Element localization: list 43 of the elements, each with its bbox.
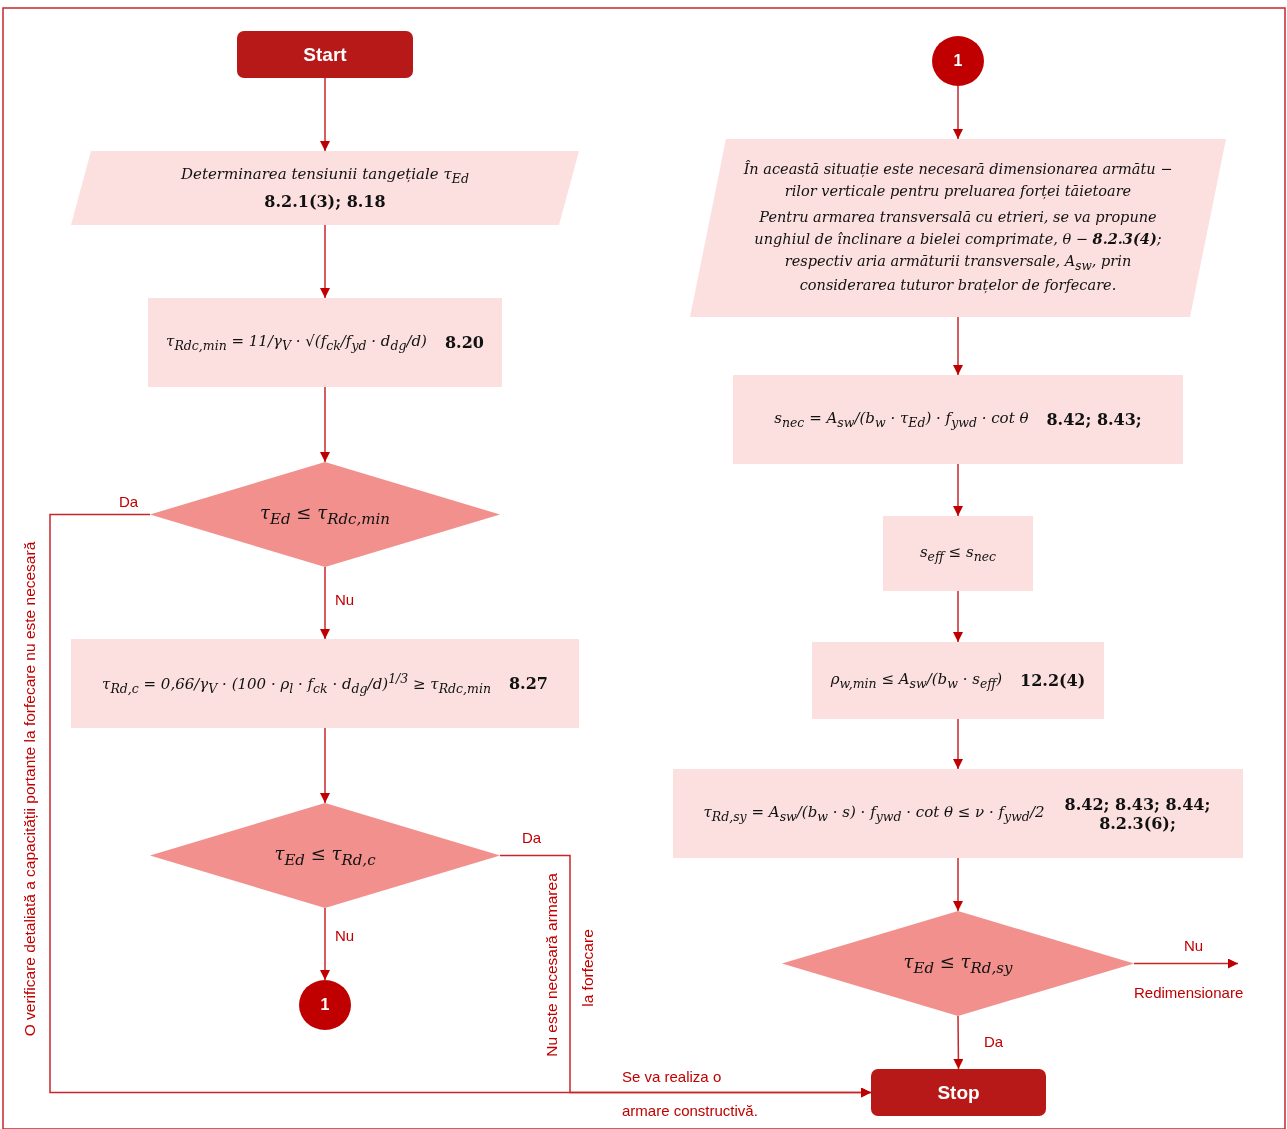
node-label: 1: [953, 52, 963, 70]
flow-arrow: [320, 77, 330, 152]
equation-number: 8.42; 8.43;: [1046, 410, 1142, 429]
formula-text: τ$_{Rdc,min}$ = 11/γ$_{V}$ · √(f$_{ck}$/f$_{yd}$ · d$_{dg}$/d): [166, 332, 427, 353]
formula-text: ρ$_{w,min}$ ≤ A$_{sw}$/(b$_{w}$ · s$_{eff}$): [830, 670, 1003, 691]
formula-text: s$_{eff}$ ≤ s$_{nec}$: [919, 543, 997, 564]
flow-arrow: [320, 907, 330, 981]
node-label: Start: [303, 43, 347, 66]
flow-arrow: [320, 386, 330, 463]
flow-arrow: [953, 463, 963, 517]
node-label: 1: [320, 996, 330, 1014]
equation-number: 8.20: [444, 333, 484, 352]
formula-text: s$_{nec}$ = A$_{sw}$/(b$_{w}$ · τ$_{Ed}$) · f$_{ywd}$ · cot θ: [774, 409, 1029, 430]
flow-arrow: [320, 727, 330, 804]
note-text: Redimensionare: [1134, 985, 1244, 1002]
flow-arrow: [499, 854, 872, 1098]
note-text: Nu este necesară armarea: [543, 873, 561, 1057]
formula-text: τ$_{Rd,sy}$ = A$_{sw}$/(b$_{w}$ · s) · f$_{ywd}$ · cot θ ≤ ν · f$_{ywd}$/2: [703, 803, 1045, 824]
flow-arrow: [953, 590, 963, 643]
description-text: Determinarea tensiunii tangețiale τ$_{Ed}$: [181, 165, 469, 186]
flow-arrow: [953, 1015, 964, 1070]
flow-arrow: [320, 566, 330, 640]
flow-arrow: [953, 857, 963, 912]
formula-text: τ$_{Ed}$ ≤ τ$_{Rdc,min}$: [260, 501, 390, 528]
formula-text: τ$_{Rd,c}$ = 0,66/γ$_{V}$ · (100 · ρ$_{l}$ · f$_{ck}$ · d$_{dg}$/d)$^{1/3}$ ≥ τ$_{Rdc,min}$: [102, 671, 491, 696]
flow-arrow: [953, 316, 963, 376]
equation-number: 8.2.1(3); 8.18: [264, 192, 386, 211]
flow-arrow: [320, 224, 330, 299]
note-text: armare constructivă.: [622, 1103, 758, 1120]
flow-arrow: [953, 85, 963, 140]
description-text: Pentru armarea transversală cu etrieri, se va propune unghiul de înclinare a bielei comprimate, θ − 8.2.3(4); respectiv aria armăturii transversale, A$_{sw}$, prin considerarea tuturor brațelor de forfecare.: [753, 207, 1163, 296]
description-text: În această situație este necesară dimensionarea armătu − rilor verticale pentru preluarea forței tăietoare: [742, 159, 1174, 201]
note-text: O verificare detaliată a capacității portante la forfecare nu este necesară: [21, 541, 39, 1037]
equation-number: 12.2(4): [1020, 671, 1086, 690]
note-text: Se va realiza o: [622, 1069, 722, 1086]
flow-arrow: [953, 718, 963, 770]
note-text: la forfecare: [579, 929, 597, 1007]
equation-number: 8.42; 8.43; 8.44; 8.2.3(6);: [1063, 794, 1212, 833]
node-label: Stop: [937, 1081, 980, 1104]
equation-number: 8.27: [508, 674, 548, 693]
formula-text: τ$_{Ed}$ ≤ τ$_{Rd,c}$: [274, 842, 376, 869]
formula-text: τ$_{Ed}$ ≤ τ$_{Rd,sy}$: [903, 950, 1013, 977]
flow-arrow: [1133, 958, 1239, 969]
